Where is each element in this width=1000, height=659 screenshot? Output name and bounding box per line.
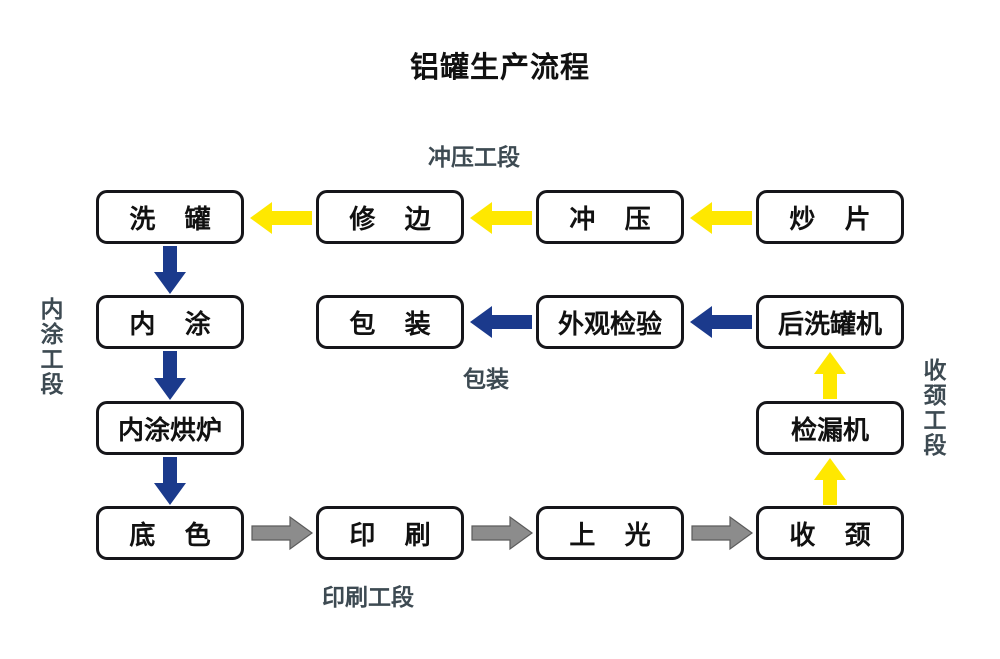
stage-label-inner-coating: 内涂工段 [37,297,63,397]
arrow-coating-oven-to-base-coat [152,457,188,505]
arrow-varnishing-to-necking [691,515,754,551]
node-inner-coating[interactable]: 内 涂 [96,295,244,349]
arrow-inner-coating-to-coating-oven [152,351,188,400]
node-necking[interactable]: 收 颈 [756,506,904,560]
node-printing[interactable]: 印 刷 [316,506,464,560]
node-trimming[interactable]: 修 边 [316,190,464,244]
arrow-leak-tester-to-post-washer [812,352,848,399]
page-title: 铝罐生产流程 [409,52,590,84]
stage-label-stamping: 冲压工段 [428,144,520,170]
arrow-wash-can-to-inner-coating [152,246,188,294]
node-base-coat[interactable]: 底 色 [96,506,244,560]
arrow-post-washer-to-visual-inspection [690,304,752,340]
node-cupping[interactable]: 炒 片 [756,190,904,244]
node-post-washer[interactable]: 后洗罐机 [756,295,904,349]
node-leak-tester[interactable]: 检漏机 [756,401,904,455]
stage-label-packaging: 包装 [463,366,509,392]
node-stamping[interactable]: 冲 压 [536,190,684,244]
node-wash-can[interactable]: 洗 罐 [96,190,244,244]
node-packing[interactable]: 包 装 [316,295,464,349]
arrow-visual-inspection-to-packing [470,304,532,340]
node-varnishing[interactable]: 上 光 [536,506,684,560]
arrow-stamping-to-trimming [470,200,532,236]
arrow-printing-to-varnishing [471,515,534,551]
arrow-trimming-to-wash-can [250,200,312,236]
stage-label-printing: 印刷工段 [322,584,414,610]
arrow-necking-to-leak-tester [812,458,848,505]
stage-label-necking: 收颈工段 [920,358,946,458]
arrow-base-coat-to-printing [251,515,314,551]
node-coating-oven[interactable]: 内涂烘炉 [96,401,244,455]
node-visual-inspection[interactable]: 外观检验 [536,295,684,349]
arrow-cupping-to-stamping [690,200,752,236]
